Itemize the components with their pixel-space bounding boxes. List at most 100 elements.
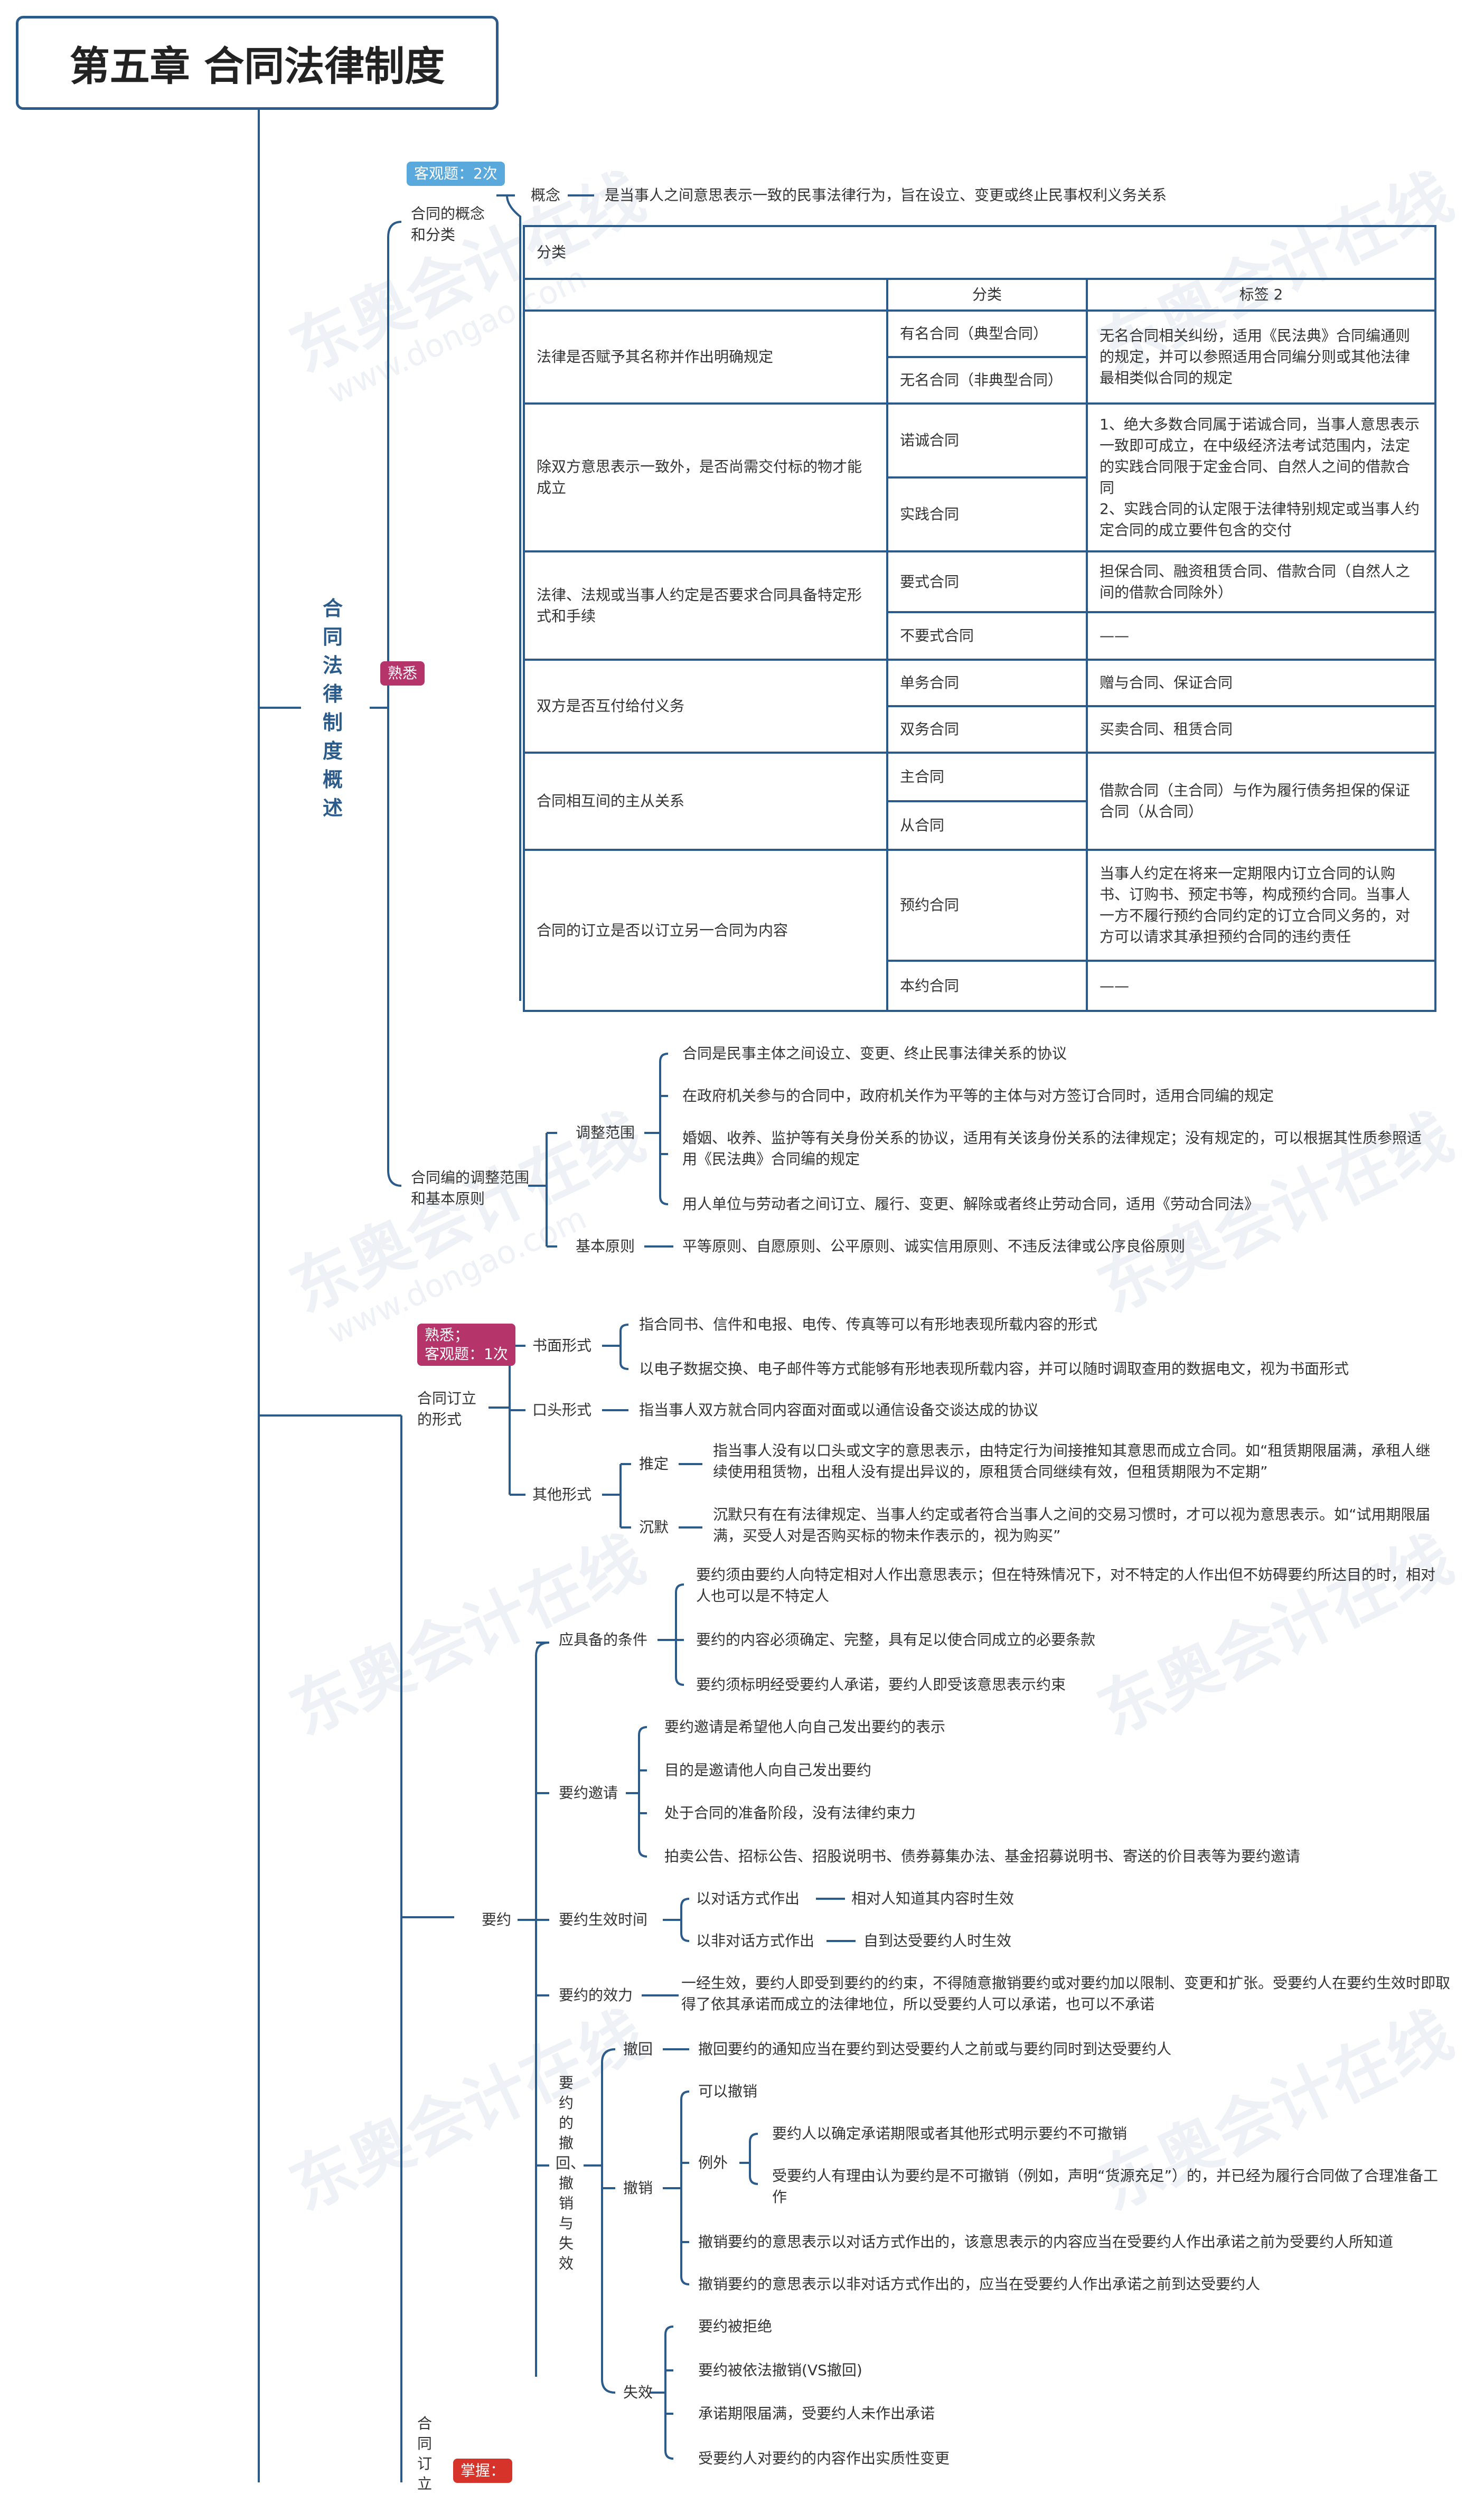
- node-oral-form[interactable]: 口头形式: [532, 1401, 592, 1419]
- badge-line: 客观题：1次: [425, 1345, 508, 1363]
- table-header-row: 分类 标签 2: [523, 278, 1436, 312]
- table-row: 双方是否互付给付义务 单务合同 赠与合同、保证合同: [523, 659, 1436, 754]
- invitation-item: 拍卖公告、招标公告、招股说明书、债券募集办法、基金招募说明书、寄送的价目表等为要…: [664, 1848, 1301, 1865]
- table-header-cell: 分类: [886, 278, 1088, 312]
- principles-text: 平等原则、自愿原则、公平原则、诚实信用原则、不违反法律或公序良俗原则: [682, 1237, 1186, 1255]
- table-row: 合同相互间的主从关系 主合同 借款合同（主合同）与作为履行债务担保的保证合同（从…: [523, 752, 1436, 851]
- table-type: 诺诚合同: [886, 402, 1088, 479]
- table-title: 分类: [523, 225, 1436, 280]
- chapter-title-box[interactable]: 第五章 合同法律制度: [16, 16, 499, 110]
- node-lapse[interactable]: 失效: [623, 2384, 653, 2401]
- table-header-cell: [523, 278, 888, 312]
- withdraw-text: 撤回要约的通知应当在要约到达受要约人之前或与要约同时到达受要约人: [698, 2040, 1172, 2058]
- table-criterion: 合同相互间的主从关系: [523, 752, 888, 851]
- node-withdraw-revoke-lapse[interactable]: 要约的撤回、撤销与失效: [556, 2074, 586, 2272]
- revoke-allowed: 可以撤销: [698, 2083, 758, 2100]
- lapse-item: 要约被依法撤销(VS撤回): [698, 2361, 862, 2379]
- scope-item: 婚姻、收养、监护等有关身份关系的协议，适用有关该身份关系的法律规定；没有规定的，…: [682, 1129, 1422, 1168]
- table-type: 不要式合同: [886, 611, 1088, 661]
- table-row: 双务合同 买卖合同、租赁合同: [524, 705, 1436, 754]
- concept-definition: 是当事人之间意思表示一致的民事法律行为，旨在设立、变更或终止民事权利义务关系: [605, 186, 1167, 204]
- invitation-item: 目的是邀请他人向自己发出要约: [664, 1761, 872, 1779]
- lapse-item: 受要约人对要约的内容作出实质性变更: [698, 2450, 950, 2467]
- node-invitation[interactable]: 要约邀请: [559, 1784, 618, 1802]
- table-criterion: 合同的订立是否以订立另一合同为内容: [523, 849, 888, 1012]
- effect-text: 一经生效，要约人即受到要约的约束，不得随意撤销要约或对要约加以限制、变更和扩张。…: [681, 1974, 1451, 2013]
- table-type: 本约合同: [886, 960, 1088, 1012]
- node-scope-principles[interactable]: 合同编的调整范围和基本原则: [411, 1169, 530, 1207]
- table-note: 1、绝大多数合同属于诺诚合同，当事人意思表示一致即可成立，在中级经济法考试范围内…: [1086, 402, 1436, 552]
- table-note: 赠与合同、保证合同: [1086, 659, 1436, 707]
- badge-master: 掌握：: [453, 2459, 513, 2483]
- non-dialogue-text: 自到达受要约人时生效: [863, 1932, 1012, 1949]
- table-row: 实践合同: [524, 476, 1435, 552]
- table-type: 单务合同: [886, 659, 1088, 707]
- node-withdraw[interactable]: 撤回: [623, 2040, 653, 2058]
- table-type: 无名合同（非典型合同）: [886, 356, 1088, 405]
- table-note: ——: [1086, 611, 1436, 661]
- table-row: 除双方意思表示一致外，是否尚需交付标的物才能成立 诺诚合同 1、绝大多数合同属于…: [523, 402, 1436, 552]
- exception-item: 受要约人有理由认为要约是不可撤销（例如，声明“货源充足”）的，并已经为履行合同做…: [772, 2167, 1439, 2206]
- topic-overview[interactable]: 合同法律制度概述: [322, 597, 343, 820]
- table-row: 不要式合同 ——: [524, 611, 1436, 661]
- table-type: 要式合同: [886, 550, 1088, 613]
- table-row: 法律是否赋予其名称并作出明确规定 有名合同（典型合同） 无名合同相关纠纷，适用《…: [523, 310, 1436, 405]
- node-contract-form[interactable]: 合同订立的形式: [417, 1390, 477, 1428]
- node-effective-time[interactable]: 要约生效时间: [559, 1911, 648, 1928]
- node-exception[interactable]: 例外: [698, 2154, 728, 2171]
- node-revoke[interactable]: 撤销: [623, 2179, 653, 2197]
- condition-item: 要约须由要约人向特定相对人作出意思表示；但在特殊情况下，对不特定的人作出但不妨碍…: [696, 1566, 1436, 1605]
- table-row: 从合同: [524, 800, 1435, 851]
- written-item: 指合同书、信件和电报、电传、传真等可以有形地表现所载内容的形式: [639, 1316, 1098, 1333]
- table-note: 借款合同（主合同）与作为履行债务担保的保证合同（从合同）: [1086, 752, 1436, 851]
- table-type: 实践合同: [886, 476, 1088, 552]
- table-type: 从合同: [886, 800, 1088, 851]
- node-other-form[interactable]: 其他形式: [532, 1486, 592, 1503]
- node-offer-conditions[interactable]: 应具备的条件: [559, 1631, 648, 1648]
- exception-item: 要约人以确定承诺期限或者其他形式明示要约不可撤销: [772, 2125, 1128, 2142]
- invitation-item: 处于合同的准备阶段，没有法律约束力: [664, 1804, 916, 1822]
- table-note: 买卖合同、租赁合同: [1086, 705, 1436, 754]
- node-inferred[interactable]: 推定: [639, 1455, 669, 1473]
- node-offer[interactable]: 要约: [482, 1911, 512, 1928]
- condition-item: 要约的内容必须确定、完整，具有足以使合同成立的必要条款: [696, 1631, 1096, 1648]
- node-silence[interactable]: 沉默: [639, 1518, 669, 1536]
- node-contract-formation[interactable]: 合同订立: [417, 2415, 433, 2492]
- table-row: 本约合同 ——: [524, 960, 1436, 1012]
- table-type: 双务合同: [886, 705, 1088, 754]
- condition-item: 要约须标明经受要约人承诺，要约人即受该意思表示约束: [696, 1676, 1066, 1693]
- invitation-item: 要约邀请是希望他人向自己发出要约的表示: [664, 1718, 946, 1736]
- table-type: 预约合同: [886, 849, 1088, 962]
- scope-item: 在政府机关参与的合同中，政府机关作为平等的主体与对方签订合同时，适用合同编的规定: [682, 1087, 1274, 1104]
- node-concept[interactable]: 概念: [531, 186, 561, 204]
- table-criterion: 法律、法规或当事人约定是否要求合同具备特定形式和手续: [523, 550, 888, 661]
- node-scope[interactable]: 调整范围: [576, 1124, 635, 1141]
- dialogue-text: 相对人知道其内容时生效: [851, 1890, 1015, 1907]
- table-note: ——: [1086, 960, 1436, 1012]
- badge-line: 熟悉；: [425, 1326, 469, 1344]
- classification-table: 分类 分类 标签 2 法律是否赋予其名称并作出明确规定 有名合同（典型合同） 无…: [523, 225, 1436, 1012]
- node-dialogue[interactable]: 以对话方式作出: [696, 1890, 800, 1907]
- badge-objective: 客观题：2次: [407, 162, 505, 186]
- node-written-form[interactable]: 书面形式: [532, 1337, 592, 1354]
- table-header-cell: 标签 2: [1086, 278, 1436, 312]
- node-non-dialogue[interactable]: 以非对话方式作出: [696, 1932, 815, 1949]
- silence-text: 沉默只有在有法律规定、当事人约定或者符合当事人之间的交易习惯时，才可以视为意思表…: [713, 1506, 1431, 1544]
- written-item: 以电子数据交换、电子邮件等方式能够有形地表现所载内容，并可以随时调取查用的数据电…: [639, 1360, 1349, 1377]
- table-row: 无名合同（非典型合同）: [524, 356, 1435, 405]
- table-note: 担保合同、融资租赁合同、借款合同（自然人之间的借款合同除外）: [1086, 550, 1436, 613]
- revoke-rule: 撤销要约的意思表示以对话方式作出的，该意思表示的内容应当在受要约人作出承诺之前为…: [698, 2233, 1394, 2251]
- table-criterion: 双方是否互付给付义务: [523, 659, 888, 754]
- node-principles[interactable]: 基本原则: [576, 1237, 635, 1255]
- scope-item: 合同是民事主体之间设立、变更、终止民事法律关系的协议: [682, 1045, 1067, 1062]
- table-row: 合同的订立是否以订立另一合同为内容 预约合同 当事人约定在将来一定期限内订立合同…: [523, 849, 1436, 1012]
- lapse-item: 要约被拒绝: [698, 2318, 773, 2335]
- scope-item: 用人单位与劳动者之间订立、履行、变更、解除或者终止劳动合同，适用《劳动合同法》: [682, 1195, 1260, 1213]
- inferred-text: 指当事人没有以口头或文字的意思表示，由特定行为间接推知其意思而成立合同。如“租赁…: [713, 1442, 1431, 1480]
- node-concept-classification[interactable]: 合同的概念和分类: [411, 205, 485, 243]
- node-offer-effect[interactable]: 要约的效力: [559, 1986, 633, 2004]
- lapse-item: 承诺期限届满，受要约人未作出承诺: [698, 2405, 935, 2422]
- badge-familiar: 熟悉: [380, 661, 425, 686]
- table-note: 无名合同相关纠纷，适用《民法典》合同编通则的规定，并可以参照适用合同编分则或其他…: [1086, 310, 1436, 405]
